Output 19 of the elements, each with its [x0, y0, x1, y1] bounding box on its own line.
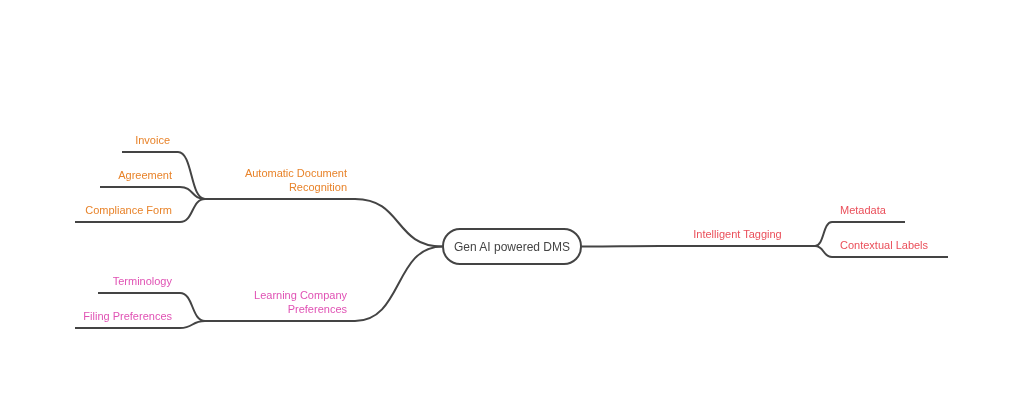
branch-connector: [581, 245, 661, 248]
topic-label: Intelligent Tagging: [660, 218, 815, 247]
branch-connector: [354, 198, 443, 248]
branch-connector: [179, 320, 206, 329]
topic-label: Terminology: [98, 271, 180, 294]
branch-connector: [179, 198, 206, 223]
branch-connector: [814, 245, 833, 258]
topic-label: Invoice: [122, 130, 178, 153]
topic-label: Metadata: [832, 200, 905, 223]
branch-connector: [814, 221, 833, 247]
topic-label: Automatic Document Recognition: [205, 158, 355, 200]
branch-connector: [354, 245, 443, 322]
topic-label: Compliance Form: [75, 200, 180, 223]
topic-label: Agreement: [100, 165, 180, 188]
topic-label: Learning Company Preferences: [205, 280, 355, 322]
topic-label: Contextual Labels: [832, 235, 948, 258]
central-topic-box: Gen AI powered DMS: [442, 228, 582, 265]
branch-connector: [177, 151, 206, 200]
topic-label: Filing Preferences: [75, 306, 180, 329]
